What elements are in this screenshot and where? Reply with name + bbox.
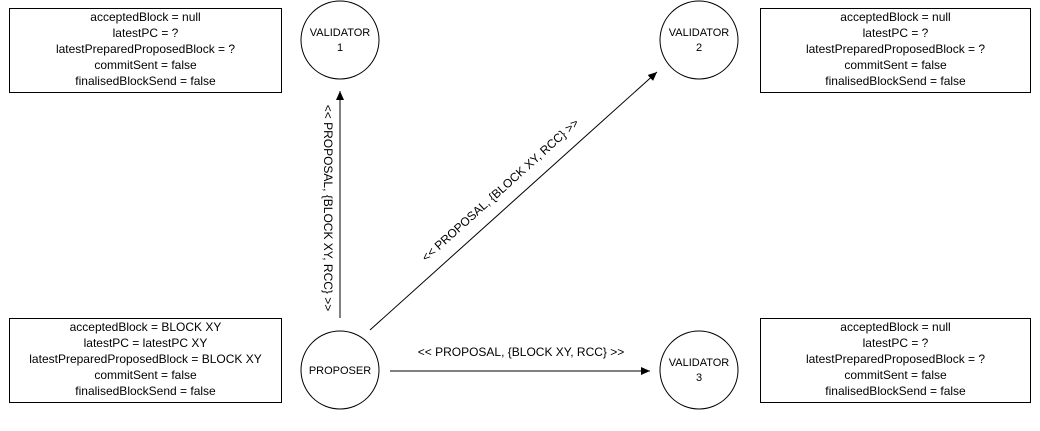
state-box-validator-1: acceptedBlock = null latestPC = ? latest…: [9, 8, 282, 93]
state-line: commitSent = false: [94, 58, 197, 72]
node-label: VALIDATOR: [310, 27, 371, 39]
state-line: finalisedBlockSend = false: [825, 384, 966, 398]
arrow-proposer-to-validator-2: [369, 71, 658, 331]
state-line: finalisedBlockSend = false: [825, 74, 966, 88]
state-line: acceptedBlock = null: [840, 320, 950, 334]
state-line: finalisedBlockSend = false: [75, 384, 216, 398]
state-line: latestPC = ?: [113, 26, 179, 40]
state-line: acceptedBlock = null: [840, 10, 950, 24]
node-label: PROPOSER: [309, 365, 371, 377]
state-box-validator-2: acceptedBlock = null latestPC = ? latest…: [760, 8, 1031, 93]
node-label: 1: [337, 42, 343, 54]
state-line: commitSent = false: [844, 58, 947, 72]
state-line: commitSent = false: [94, 368, 197, 382]
state-line: latestPreparedProposedBlock = ?: [806, 42, 985, 56]
state-line: latestPC = latestPC XY: [84, 336, 208, 350]
node-validator-1: VALIDATOR 1: [300, 0, 380, 80]
state-line: commitSent = false: [844, 368, 947, 382]
node-validator-3: VALIDATOR 3: [659, 330, 739, 410]
state-line: latestPreparedProposedBlock = ?: [56, 42, 235, 56]
node-proposer: PROPOSER: [300, 330, 380, 410]
edge-label-to-validator-1: << PROPOSAL, {BLOCK XY, RCC} >>: [321, 105, 335, 312]
state-line: finalisedBlockSend = false: [75, 74, 216, 88]
state-line: acceptedBlock = null: [90, 10, 200, 24]
state-line: acceptedBlock = BLOCK XY: [70, 320, 222, 334]
edge-label-to-validator-2: << PROPOSAL, {BLOCK XY, RCC} >>: [419, 116, 582, 265]
node-label: 3: [696, 372, 702, 384]
node-label: VALIDATOR: [669, 357, 730, 369]
edge-label-to-validator-3: << PROPOSAL, {BLOCK XY, RCC} >>: [418, 345, 625, 359]
state-box-proposer: acceptedBlock = BLOCK XY latestPC = late…: [9, 318, 282, 403]
node-label: VALIDATOR: [669, 27, 730, 39]
state-line: latestPC = ?: [863, 336, 929, 350]
state-line: latestPC = ?: [863, 26, 929, 40]
node-label: 2: [696, 42, 702, 54]
node-validator-2: VALIDATOR 2: [659, 0, 739, 80]
state-line: latestPreparedProposedBlock = BLOCK XY: [29, 352, 261, 366]
state-line: latestPreparedProposedBlock = ?: [806, 352, 985, 366]
state-box-validator-3: acceptedBlock = null latestPC = ? latest…: [760, 318, 1031, 403]
